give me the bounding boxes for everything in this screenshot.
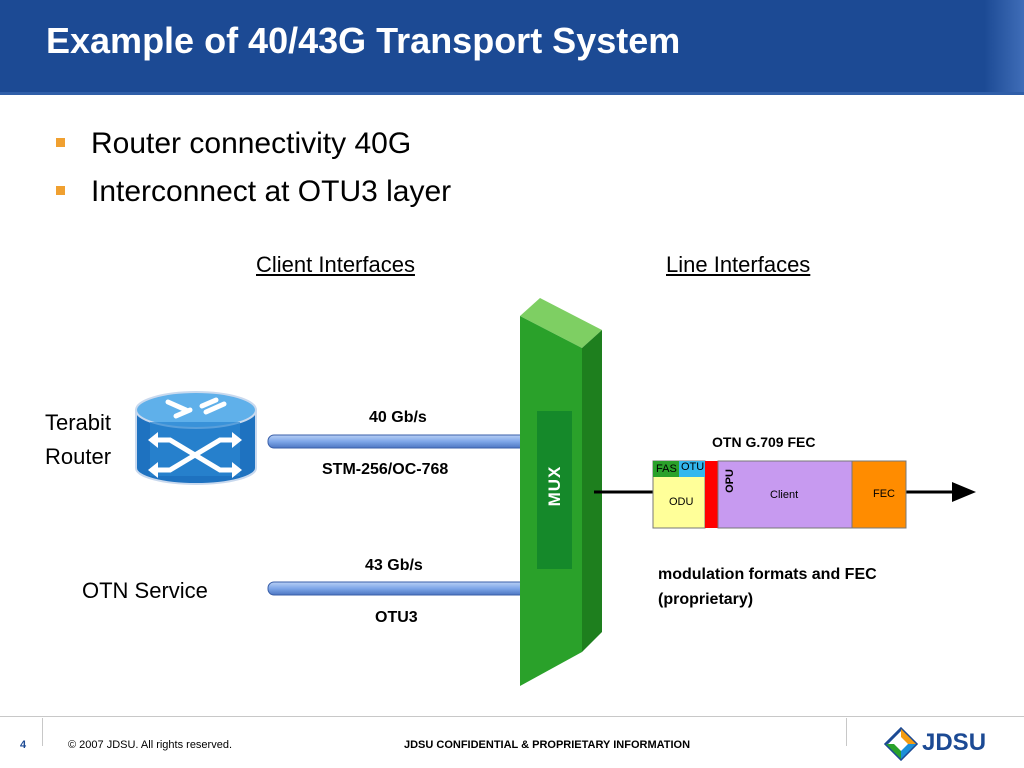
jdsu-logo-icon [884, 727, 918, 761]
modulation-text: modulation formats and FEC [658, 566, 877, 583]
router-label: Router [45, 444, 112, 469]
frame-title: OTN G.709 FEC [712, 434, 816, 450]
router-icon [135, 391, 257, 485]
bullet-square-icon [56, 138, 65, 147]
client-interfaces-heading: Client Interfaces [256, 252, 415, 277]
footer-separator [42, 718, 43, 746]
jdsu-logo: JDSU [884, 727, 994, 761]
link2-rate-label: 43 Gb/s [365, 557, 423, 574]
frame-fas-label: FAS [656, 463, 677, 475]
modulation-text: (proprietary) [658, 591, 754, 608]
page-number: 4 [20, 739, 27, 751]
link1-rate-label: 40 Gb/s [369, 409, 427, 426]
router-label: Terabit [45, 410, 112, 435]
mux-label: MUX [545, 465, 564, 507]
bullet-item: Interconnect at OTU3 layer [52, 172, 451, 220]
mux-block [520, 298, 602, 686]
bullet-text: Interconnect at OTU3 layer [91, 175, 452, 208]
confidential-text: JDSU CONFIDENTIAL & PROPRIETARY INFORMAT… [404, 739, 691, 751]
otn-service-label: OTN Service [82, 578, 208, 603]
bullet-square-icon [56, 186, 65, 195]
slide-title: Example of 40/43G Transport System [46, 20, 681, 61]
bullet-list: Router connectivity 40G Interconnect at … [52, 124, 451, 220]
frame-odu-label: ODU [669, 496, 694, 508]
link1-type-label: STM-256/OC-768 [322, 461, 449, 478]
otn-frame [652, 460, 907, 529]
bullet-text: Router connectivity 40G [91, 127, 412, 160]
title-bar [0, 0, 1024, 92]
footer-separator [846, 718, 847, 746]
title-underline [0, 92, 1024, 95]
link-43g [267, 581, 527, 596]
frame-client-label: Client [770, 489, 799, 501]
footer-divider [0, 716, 1024, 717]
title-bar-accent [984, 0, 1024, 92]
bullet-item: Router connectivity 40G [52, 124, 451, 172]
copyright-text: © 2007 JDSU. All rights reserved. [68, 739, 233, 751]
arrowhead-icon [952, 482, 976, 502]
link2-type-label: OTU3 [375, 609, 418, 626]
line-interfaces-heading: Line Interfaces [666, 252, 811, 277]
jdsu-logo-text: JDSU [922, 729, 987, 756]
frame-fec-label: FEC [873, 488, 895, 500]
link-40g [267, 434, 527, 449]
frame-otu-label: OTU [681, 461, 705, 473]
frame-opu-label: OPU [724, 469, 736, 493]
